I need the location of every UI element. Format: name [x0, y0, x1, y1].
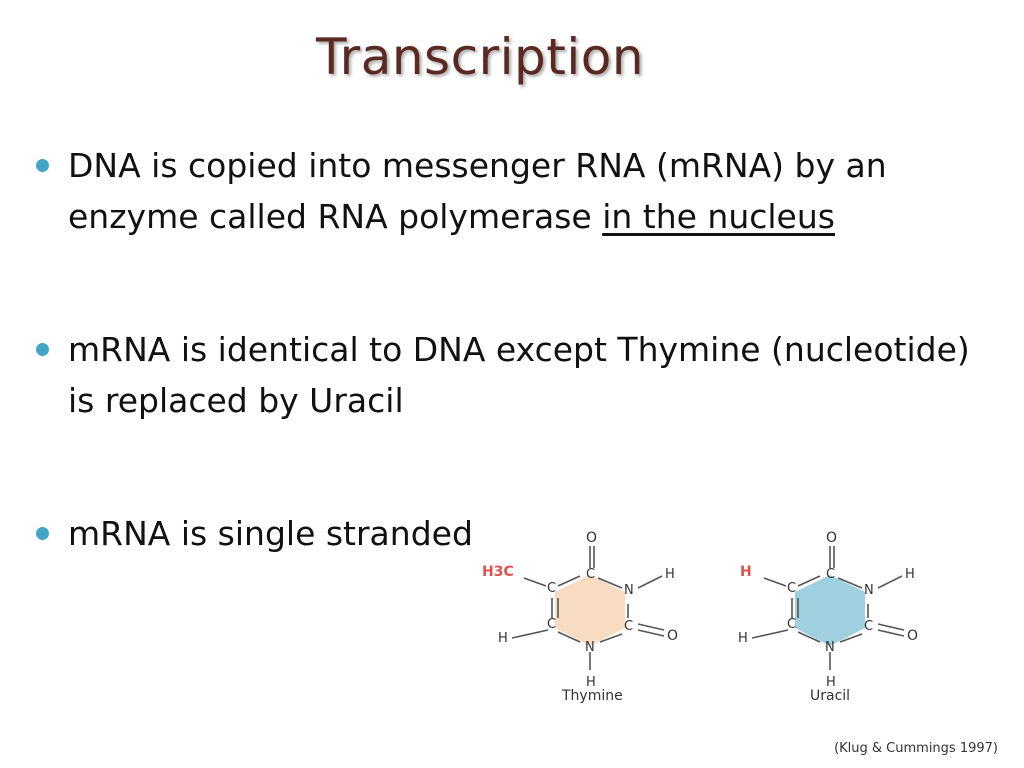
uracil-structure: H O C N H C O N H C H C Uracil [738, 530, 918, 704]
thymine-atom-c: C [624, 619, 633, 634]
thymine-atom-h-n-top: H [665, 567, 675, 582]
uracil-label: Uracil [810, 688, 850, 704]
uracil-atom-c: C [787, 617, 796, 632]
uracil-atom-c: C [864, 619, 873, 634]
uracil-atom-o-top: O [826, 530, 837, 546]
uracil-atom-o-right: O [907, 628, 918, 644]
bullet-text: DNA is copied into messenger RNA (mRNA) … [68, 146, 887, 236]
uracil-atom-n-top: N [864, 583, 874, 598]
uracil-substituent: H [740, 564, 752, 580]
uracil-atom-h-n-top: H [905, 567, 915, 582]
thymine-atom-c: C [586, 567, 595, 582]
thymine-ring [555, 575, 625, 646]
uracil-atom-c: C [787, 581, 796, 596]
thymine-bonds [511, 546, 665, 670]
uracil-atom-n-bottom: N [825, 640, 835, 655]
bullet-dot-icon [36, 527, 49, 540]
uracil-ring [795, 575, 865, 646]
bullet-text: mRNA is single stranded [68, 514, 473, 553]
nucleotide-structures-figure: H3C O C N H C O N H C H C Thymine [482, 530, 918, 704]
uracil-atom-h-n-bottom: H [826, 675, 836, 690]
thymine-atom-o-right: O [667, 628, 678, 644]
bullet-underlined-text: in the nucleus [602, 197, 835, 236]
bullet-dot-icon [36, 159, 49, 172]
bullet-text: mRNA is identical to DNA except Thymine … [68, 330, 970, 420]
slide-title: Transcription [315, 28, 645, 86]
thymine-atom-h-left: H [498, 631, 508, 646]
thymine-atom-h-n-bottom: H [586, 675, 596, 690]
thymine-atom-c: C [547, 581, 556, 596]
bullet-item: mRNA is identical to DNA except Thymine … [34, 324, 994, 426]
bullet-item: mRNA is single stranded [34, 508, 994, 559]
bullet-item: DNA is copied into messenger RNA (mRNA) … [34, 140, 994, 242]
thymine-atom-c: C [547, 617, 556, 632]
uracil-bonds [751, 546, 905, 670]
bullet-dot-icon [36, 343, 49, 356]
thymine-atom-n-bottom: N [585, 640, 595, 655]
citation-credit: (Klug & Cummings 1997) [834, 741, 998, 756]
thymine-atom-n-top: N [624, 583, 634, 598]
thymine-label: Thymine [561, 688, 623, 704]
bullet-list: DNA is copied into messenger RNA (mRNA) … [34, 140, 994, 559]
thymine-substituent: H3C [482, 564, 514, 580]
thymine-structure: H3C O C N H C O N H C H C Thymine [482, 530, 678, 704]
thymine-atom-o-top: O [586, 530, 597, 546]
uracil-atom-h-left: H [738, 631, 748, 646]
uracil-atom-c: C [826, 567, 835, 582]
